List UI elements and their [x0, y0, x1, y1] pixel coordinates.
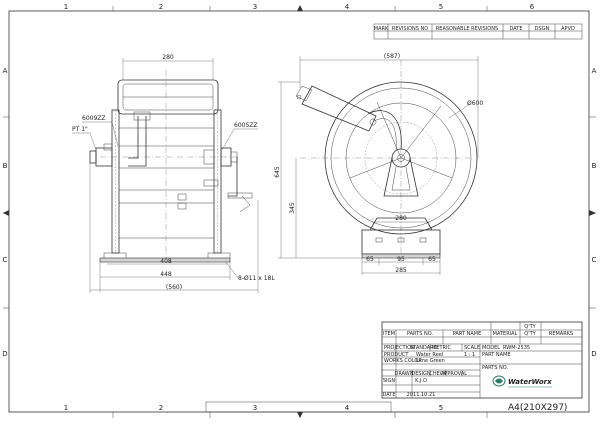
svg-text:5: 5 [439, 404, 443, 412]
svg-text:95: 95 [397, 256, 405, 263]
drawing-border [3, 5, 596, 418]
svg-text:WaterWorx: WaterWorx [508, 378, 552, 386]
svg-text:280: 280 [395, 215, 407, 222]
side-view: (587) Ø600 645 345 280 65 95 65 285 [274, 53, 483, 275]
svg-text:65: 65 [428, 256, 436, 263]
svg-text:METRIC: METRIC [432, 345, 451, 351]
svg-text:8-Ø11 x 18L: 8-Ø11 x 18L [238, 275, 275, 282]
svg-text:6009ZZ: 6009ZZ [82, 115, 106, 122]
svg-text:345: 345 [289, 202, 296, 214]
svg-text:PT 1": PT 1" [72, 126, 88, 133]
svg-text:PART NAME: PART NAME [482, 352, 511, 358]
svg-text:DRAWN: DRAWN [395, 371, 414, 377]
svg-text:K.J.O: K.J.O [415, 378, 427, 384]
svg-text:ITEM: ITEM [383, 331, 395, 337]
svg-text:MODEL: MODEL [482, 345, 500, 351]
svg-text:MATERIAL: MATERIAL [493, 331, 518, 337]
svg-text:Lime Green: Lime Green [416, 358, 445, 364]
svg-text:REMARKS: REMARKS [549, 331, 573, 337]
svg-text:645: 645 [274, 166, 281, 178]
svg-text:A: A [3, 67, 8, 75]
svg-text:DESIGN: DESIGN [411, 371, 431, 377]
border-column-numbers: 1 2 3 4 5 6 1 2 3 4 5 [64, 3, 535, 412]
svg-text:2: 2 [159, 3, 163, 11]
svg-text:6005ZZ: 6005ZZ [234, 122, 258, 129]
svg-text:3: 3 [253, 3, 257, 11]
svg-text:1: 1 [64, 404, 68, 412]
title-block: ITEM PARTS NO. PART NAME MATERIAL Q'TY R… [381, 321, 583, 399]
svg-text:Q'TY: Q'TY [524, 324, 536, 330]
svg-text:Q'TY: Q'TY [524, 331, 536, 337]
paper-size-label: A4(210X297) [508, 403, 567, 413]
svg-text:3: 3 [253, 404, 257, 412]
svg-text:285: 285 [395, 267, 407, 274]
svg-text:280: 280 [162, 54, 174, 61]
svg-text:D: D [591, 350, 596, 358]
border-row-letters: A B C D A B C D [2, 67, 596, 358]
svg-text:MARK: MARK [374, 26, 389, 32]
svg-text:6: 6 [530, 3, 535, 11]
svg-text:(587): (587) [384, 53, 400, 60]
svg-text:B: B [3, 162, 8, 170]
svg-text:REVISIONS NO: REVISIONS NO [392, 26, 428, 32]
svg-text:DSGN: DSGN [535, 26, 550, 32]
svg-text:APPROVAL: APPROVAL [441, 371, 467, 377]
svg-text:5: 5 [439, 3, 443, 11]
svg-text:PROJECTION: PROJECTION [384, 345, 415, 351]
svg-text:C: C [592, 256, 597, 264]
svg-text:PART NAME: PART NAME [453, 331, 482, 337]
svg-text:1 : 1: 1 : 1 [464, 352, 475, 358]
svg-text:PARTS NO.: PARTS NO. [482, 365, 509, 371]
svg-text:4: 4 [345, 404, 350, 412]
svg-text:2011.10.21: 2011.10.21 [407, 392, 436, 398]
svg-text:STANDARD: STANDARD [410, 345, 438, 351]
svg-text:WORKS COLOR: WORKS COLOR [384, 358, 422, 364]
svg-text:REASONABLE REVISIONS: REASONABLE REVISIONS [436, 26, 498, 32]
svg-text:Ø600: Ø600 [467, 100, 483, 107]
svg-text:SIGN: SIGN [383, 378, 396, 384]
svg-text:SCALE: SCALE [464, 345, 480, 351]
revision-table: MARK REVISIONS NO REASONABLE REVISIONS D… [373, 23, 583, 40]
svg-text:448: 448 [160, 271, 172, 278]
front-view: 280 6009ZZ PT 1" 6005ZZ 408 448 (560) 8-… [72, 54, 275, 293]
svg-text:DATE: DATE [382, 392, 395, 398]
svg-text:RWM-2535: RWM-2535 [503, 345, 530, 351]
svg-text:B: B [592, 162, 597, 170]
svg-text:408: 408 [160, 258, 172, 265]
svg-text:C: C [3, 256, 8, 264]
svg-text:65: 65 [366, 256, 374, 263]
svg-text:2: 2 [159, 404, 163, 412]
svg-text:PRODUCT: PRODUCT [384, 352, 409, 358]
svg-text:APVD: APVD [561, 26, 575, 32]
svg-text:A: A [592, 67, 597, 75]
company-logo: WaterWorx [492, 375, 552, 388]
svg-text:DATE: DATE [509, 26, 522, 32]
svg-text:Water Reel: Water Reel [416, 352, 443, 358]
svg-text:CHECK: CHECK [429, 371, 447, 377]
svg-text:PARTS NO.: PARTS NO. [407, 331, 434, 337]
svg-text:(560): (560) [166, 284, 182, 291]
svg-text:D: D [2, 350, 7, 358]
svg-text:4: 4 [345, 3, 350, 11]
svg-text:1: 1 [64, 3, 68, 11]
